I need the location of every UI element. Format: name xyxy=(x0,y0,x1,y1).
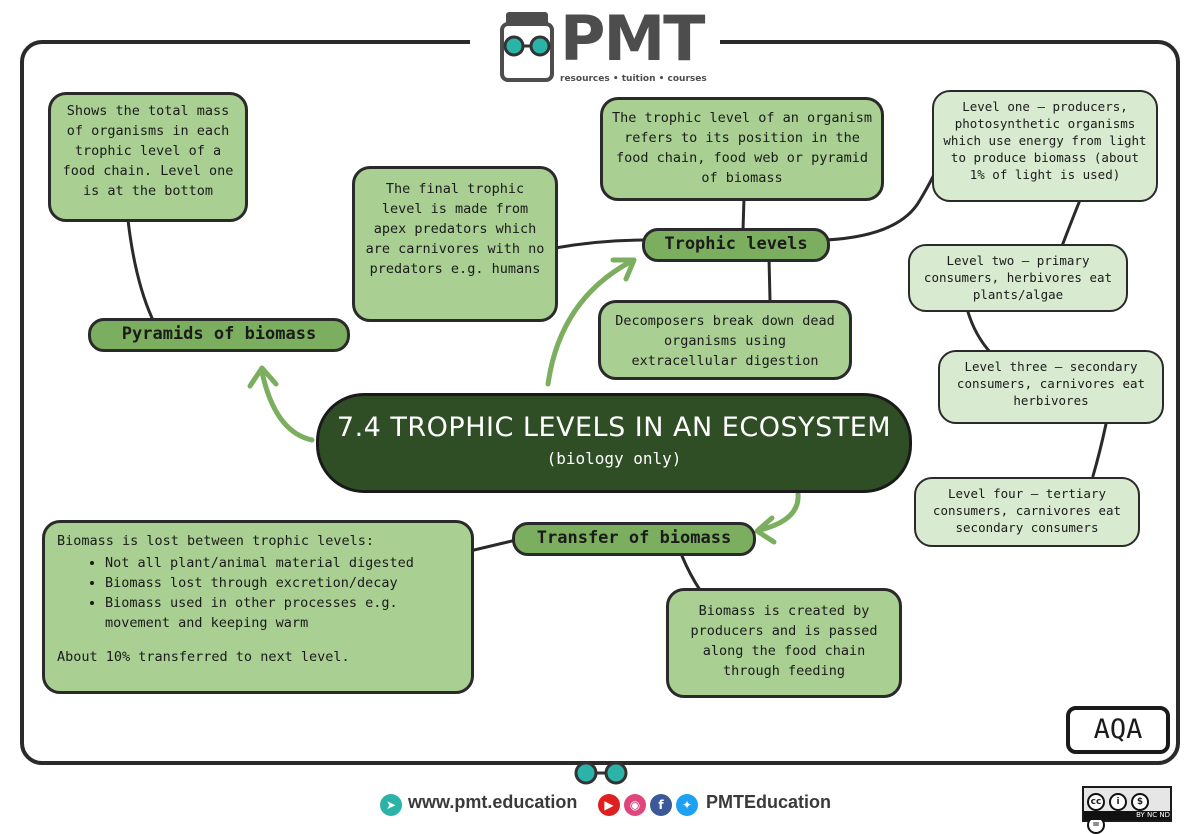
twitter-icon[interactable]: ✦ xyxy=(676,794,698,816)
note-trophic-definition: The trophic level of an organism refers … xyxy=(600,97,884,201)
list-item: Not all plant/animal material digested xyxy=(105,553,459,573)
link-level-two-three xyxy=(966,310,992,354)
list-item: Biomass used in other processes e.g. mov… xyxy=(105,593,459,633)
link-biomass-created xyxy=(680,554,702,592)
note-level-three: Level three – secondary consumers, carni… xyxy=(938,350,1164,424)
link-level-three-four xyxy=(1091,422,1108,478)
by-icon: i xyxy=(1109,793,1127,811)
topic-pyramids-of-biomass: Pyramids of biomass xyxy=(88,318,350,352)
link-decomposers xyxy=(767,256,772,302)
arrow-to-transfer xyxy=(757,491,801,533)
note-level-one: Level one – producers, photosynthetic or… xyxy=(932,90,1158,202)
cc-icon: cc xyxy=(1087,793,1105,811)
exam-board-badge: AQA xyxy=(1066,706,1170,754)
footer-social-handle[interactable]: PMTEducation xyxy=(706,792,831,812)
brand-name: PMT xyxy=(560,2,705,75)
note-level-two: Level two – primary consumers, herbivore… xyxy=(908,244,1128,312)
youtube-icon[interactable]: ▶ xyxy=(598,794,620,816)
arrow-to-trophic xyxy=(545,259,633,387)
central-topic: 7.4 TROPHIC LEVELS IN AN ECOSYSTEM (biol… xyxy=(316,393,912,493)
license-label: BY NC ND xyxy=(1084,811,1170,820)
central-title: 7.4 TROPHIC LEVELS IN AN ECOSYSTEM xyxy=(336,412,892,443)
facebook-icon[interactable]: f xyxy=(650,794,672,816)
link-trophic-def xyxy=(741,196,746,232)
cursor-icon: ➤ xyxy=(380,794,402,816)
arrow-to-pyramids-head xyxy=(247,365,279,389)
note-final-level: The final trophic level is made from ape… xyxy=(352,166,558,322)
note-level-four: Level four – tertiary consumers, carnivo… xyxy=(914,477,1140,547)
topic-transfer-of-biomass: Transfer of biomass xyxy=(512,522,756,556)
link-final-level xyxy=(553,238,647,250)
central-subtitle: (biology only) xyxy=(546,449,682,468)
note-decomposers: Decomposers break down dead organisms us… xyxy=(598,300,852,380)
brand-tagline: resources • tuition • courses xyxy=(560,74,707,84)
link-pyramids-desc xyxy=(126,218,154,320)
instagram-icon[interactable]: ◉ xyxy=(624,794,646,816)
note-biomass-lost: Biomass is lost between trophic levels: … xyxy=(42,520,474,694)
biomass-lost-list: Not all plant/animal material digested B… xyxy=(57,553,459,633)
footer-website[interactable]: www.pmt.education xyxy=(408,792,578,812)
link-level-one-two xyxy=(1060,198,1082,248)
arrow-to-trophic-head xyxy=(610,257,637,282)
glasses-icon xyxy=(574,761,628,785)
note-biomass-created: Biomass is created by producers and is p… xyxy=(666,588,902,698)
pmt-logo-icon xyxy=(500,12,554,82)
nc-icon: $ xyxy=(1131,793,1149,811)
biomass-lost-footer: About 10% transferred to next level. xyxy=(57,649,350,665)
topic-trophic-levels: Trophic levels xyxy=(642,228,830,262)
biomass-lost-heading: Biomass is lost between trophic levels: xyxy=(57,533,374,549)
note-pyramids-desc: Shows the total mass of organisms in eac… xyxy=(48,92,248,222)
arrow-to-transfer-head xyxy=(754,515,777,545)
arrow-to-pyramids xyxy=(259,369,315,443)
list-item: Biomass lost through excretion/decay xyxy=(105,573,459,593)
